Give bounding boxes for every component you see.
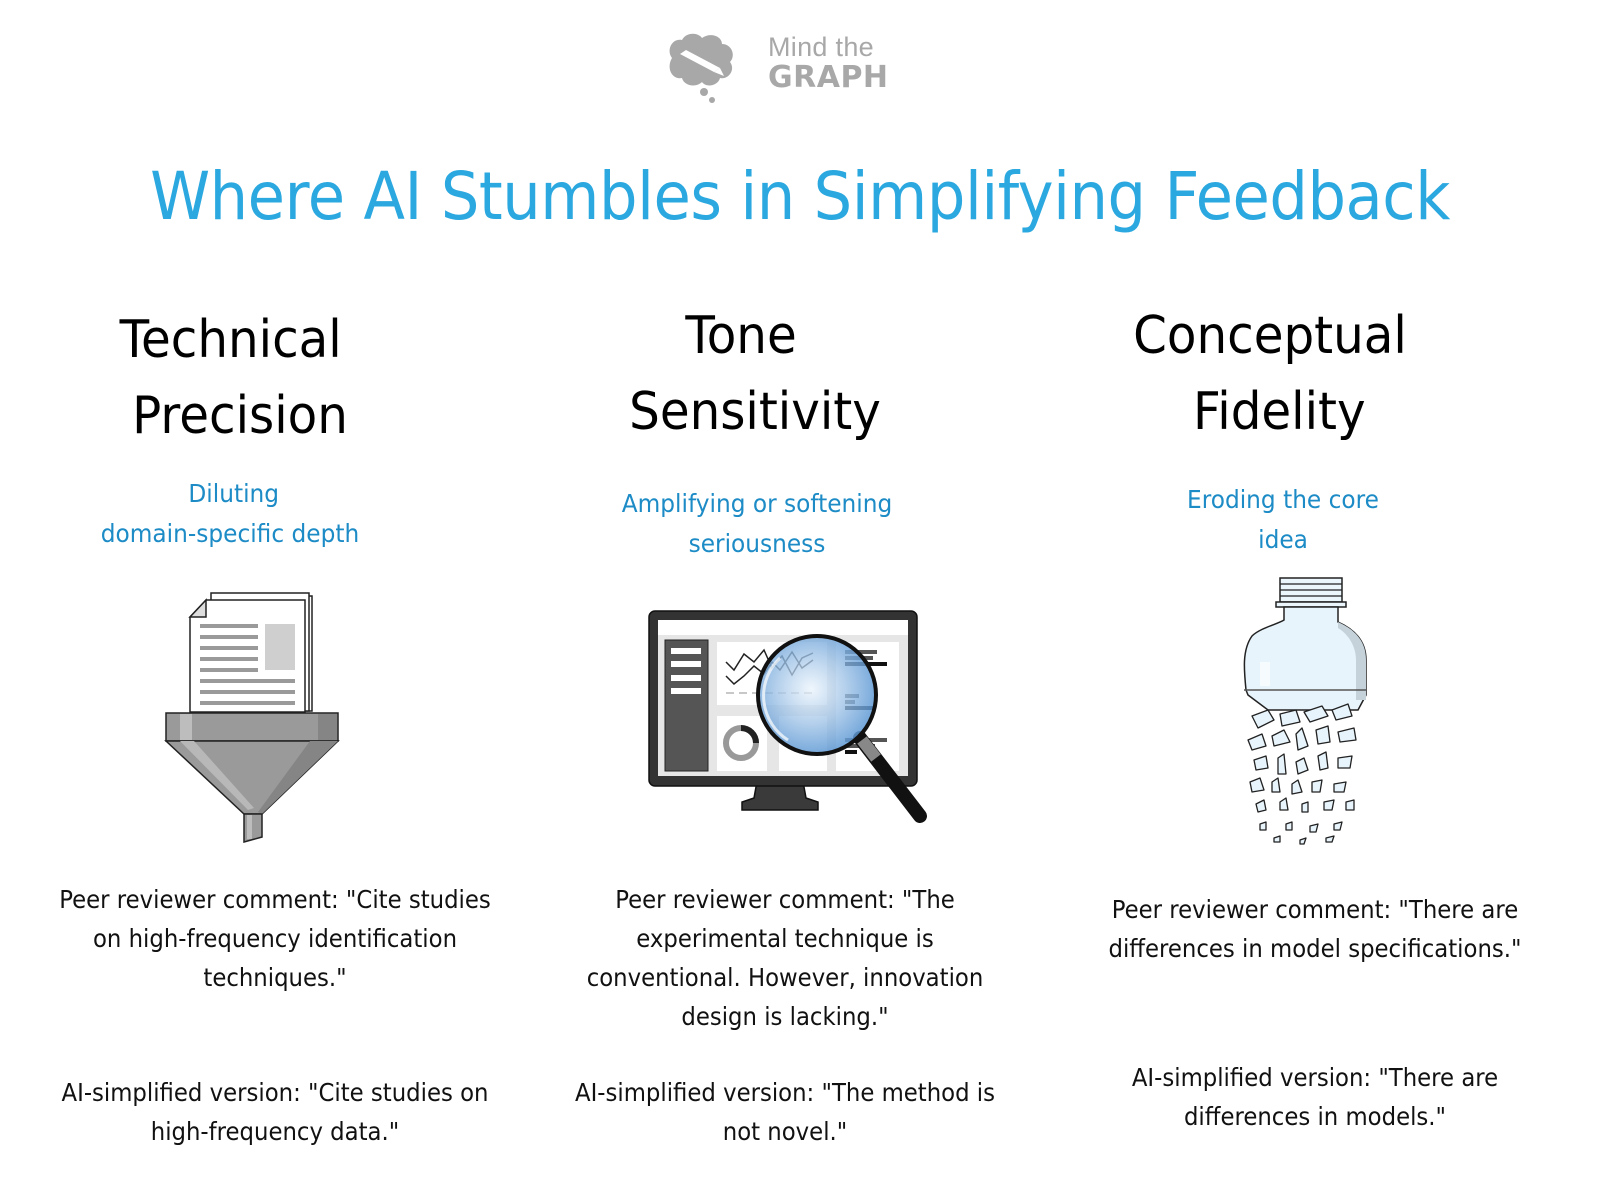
document-funnel-icon	[164, 592, 340, 843]
heading-line: Technical	[119, 310, 342, 370]
comment-line: conventional. However, innovation	[586, 963, 984, 992]
heading-line: Sensitivity	[629, 382, 881, 442]
subtitle-line: seriousness	[688, 529, 826, 558]
comment-line: Peer reviewer comment: "The	[615, 885, 955, 914]
comment-tone-sensitivity: Peer reviewer comment: "The experimental…	[553, 880, 1018, 1036]
subtitle-line: Eroding the core	[1187, 485, 1379, 514]
simplified-line: AI-simplified version: "The method is	[574, 1078, 996, 1107]
comment-technical-precision: Peer reviewer comment: "Cite studies on …	[38, 880, 512, 997]
comment-line: techniques."	[203, 963, 347, 992]
monitor-magnifier-icon	[648, 610, 927, 823]
simplified-technical-precision: AI-simplified version: "Cite studies on …	[38, 1073, 512, 1151]
comment-line: differences in model specifications."	[1108, 934, 1522, 963]
simplified-line: AI-simplified version: "There are	[1131, 1063, 1499, 1092]
simplified-line: differences in models."	[1183, 1102, 1447, 1131]
comment-line: Peer reviewer comment: "There are	[1111, 895, 1519, 924]
page-title: Where AI Stumbles in Simplifying Feedbac…	[150, 158, 1450, 235]
subtitle-tone-sensitivity: Amplifying or softening seriousness	[571, 484, 943, 564]
comment-line: on high-frequency identification	[92, 924, 458, 953]
simplified-tone-sensitivity: AI-simplified version: "The method is no…	[553, 1073, 1018, 1151]
heading-line: Precision	[132, 386, 348, 446]
comment-line: experimental technique is	[636, 924, 934, 953]
simplified-conceptual-fidelity: AI-simplified version: "There are differ…	[1073, 1058, 1557, 1136]
brain-pencil-icon	[669, 33, 733, 103]
subtitle-conceptual-fidelity: Eroding the core idea	[1097, 480, 1469, 560]
heading-line: Conceptual	[1133, 306, 1407, 366]
simplified-line: high-frequency data."	[150, 1117, 400, 1146]
heading-line: Fidelity	[1192, 382, 1366, 442]
subtitle-line: Amplifying or softening	[621, 489, 893, 518]
logo-text-graph: GRAPH	[768, 60, 889, 95]
comment-line: design is lacking."	[681, 1002, 889, 1031]
comment-line: Peer reviewer comment: "Cite studies	[59, 885, 491, 914]
simplified-line: AI-simplified version: "Cite studies on	[61, 1078, 489, 1107]
crumbling-bottle-icon	[1243, 577, 1367, 845]
subtitle-line: Diluting	[188, 479, 280, 508]
heading-line: Tone	[685, 306, 797, 366]
heading-technical-precision: Technical Precision	[54, 302, 426, 454]
comment-conceptual-fidelity: Peer reviewer comment: "There are differ…	[1073, 890, 1557, 968]
logo-text-mind-the: Mind the	[768, 32, 874, 62]
subtitle-line: idea	[1258, 525, 1308, 554]
heading-conceptual-fidelity: Conceptual Fidelity	[1084, 298, 1456, 450]
subtitle-technical-precision: Diluting domain-specific depth	[44, 474, 416, 554]
mind-the-graph-logo: Mind the GRAPH	[669, 28, 916, 108]
heading-tone-sensitivity: Tone Sensitivity	[569, 298, 941, 450]
simplified-line: not novel."	[722, 1117, 848, 1146]
subtitle-line: domain-specific depth	[100, 519, 360, 548]
